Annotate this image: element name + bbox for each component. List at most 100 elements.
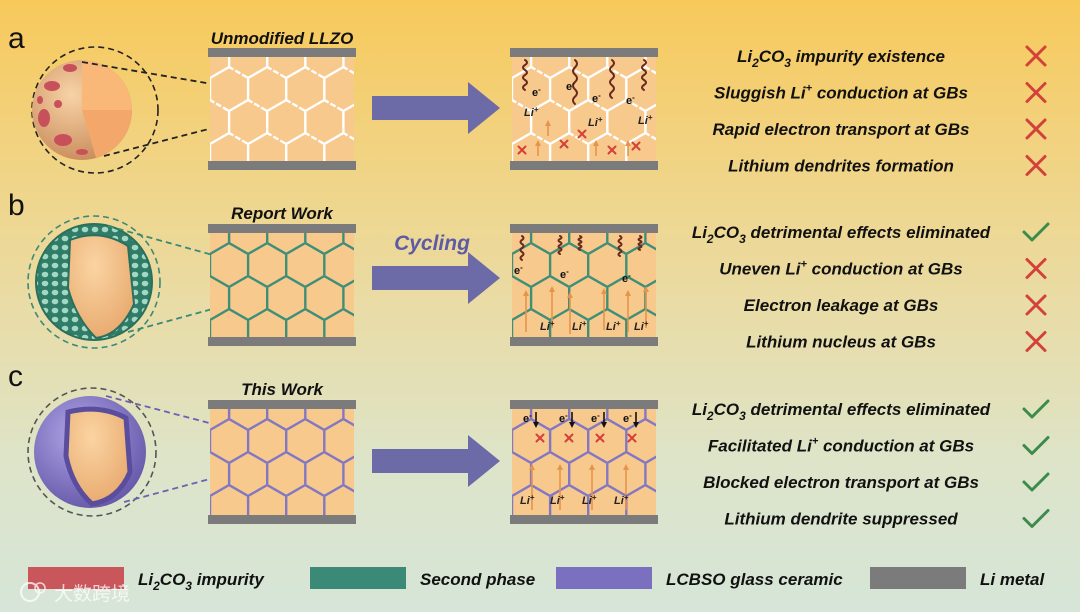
check-icon: [1022, 436, 1050, 455]
feature-text: Lithium dendrites formation: [728, 157, 954, 176]
legend-item: LCBSO glass ceramic: [556, 567, 843, 589]
row-b-title: Report Work: [231, 204, 334, 223]
dendrite: [519, 235, 525, 261]
blocked-mark: [577, 129, 587, 139]
legend-label: LCBSO glass ceramic: [666, 570, 843, 589]
blocked-mark: [595, 433, 605, 443]
feature-text: Li2CO3 detrimental effects eliminated: [692, 400, 991, 423]
dendrite: [577, 235, 583, 251]
feature-text: Rapid electron transport at GBs: [713, 120, 970, 139]
li-metal-bottom: [208, 161, 356, 170]
arrow-row-a: [372, 82, 500, 134]
electron-label: e-: [566, 79, 575, 93]
blocked-mark: [607, 145, 617, 155]
blocked-mark: [535, 433, 545, 443]
legend-swatch: [310, 567, 406, 589]
grain-boundary-network: [512, 232, 656, 338]
watermark: 大数跨境: [20, 582, 130, 605]
cross-icon: [1025, 45, 1047, 67]
li-metal-bottom: [208, 337, 356, 346]
li-ion-path: [545, 120, 551, 136]
li-ion-path: [643, 286, 649, 328]
cross-icon: [1025, 331, 1047, 352]
row-b-letter: b: [8, 189, 25, 222]
electron-label: e-: [622, 271, 631, 285]
feature-text: Li2CO3 detrimental effects eliminated: [692, 223, 991, 246]
blocked-mark: [517, 145, 527, 155]
li-ion-path: [623, 464, 629, 510]
blocked-mark: [559, 139, 569, 149]
legend-item: Li metal: [870, 567, 1046, 589]
electron-label: e-: [523, 411, 532, 425]
arrow-row-b: [372, 252, 500, 304]
row-a-letter: a: [8, 22, 25, 55]
li-metal-top: [208, 400, 356, 409]
feature-text: Facilitated Li+ conduction at GBs: [708, 436, 974, 456]
feature-text: Sluggish Li+ conduction at GBs: [714, 83, 968, 103]
electron-label: e-: [623, 411, 632, 425]
check-icon: [1022, 472, 1050, 492]
li-ion-label: Li+: [638, 113, 653, 127]
grain-boundary-network: [210, 408, 354, 516]
electron-path: [569, 412, 575, 428]
li-ion-label: Li+: [588, 115, 603, 129]
pristine-structure-a: [208, 48, 356, 170]
dendrite: [641, 59, 647, 91]
cycled-structure-b: e-e-e-Li+Li+Li+Li+: [510, 224, 658, 346]
check-icon: [1022, 399, 1050, 419]
dendrite: [557, 235, 563, 255]
electron-label: e-: [559, 411, 568, 425]
li-ion-path: [535, 140, 541, 156]
dendrite: [572, 59, 578, 105]
cycling-label: Cycling: [394, 232, 470, 255]
li-ion-label: Li+: [524, 105, 539, 119]
legend-label: Li metal: [980, 570, 1046, 589]
cross-icon: [1025, 155, 1047, 176]
pristine-structure-c: [208, 400, 356, 524]
feature-text: Lithium nucleus at GBs: [746, 333, 936, 352]
process-arrows: [372, 82, 500, 487]
cycled-structure-c: e-e-e-e-Li+Li+Li+Li+: [510, 400, 658, 524]
li-ion-path: [625, 290, 631, 332]
li-metal-top: [208, 224, 356, 233]
feature-text: Lithium dendrite suppressed: [724, 510, 958, 529]
legend-label: Li2CO3 impurity: [138, 570, 265, 593]
li-ion-label: Li+: [634, 319, 649, 333]
feature-text: Uneven Li+ conduction at GBs: [719, 259, 963, 279]
electron-label: e-: [532, 85, 541, 99]
legend-swatch: [28, 567, 124, 589]
cross-icon: [1025, 294, 1047, 316]
grain-boundary-network: [210, 56, 354, 162]
sphere-unmodified: [31, 46, 159, 174]
electron-label: e-: [592, 91, 601, 105]
li-metal-top: [510, 48, 658, 57]
arrow-row-c: [372, 435, 500, 487]
electron-path: [601, 412, 607, 428]
li-ion-label: Li+: [582, 493, 597, 507]
cross-icon: [1025, 82, 1047, 103]
feature-list-b: Li2CO3 detrimental effects eliminatedUne…: [692, 222, 1050, 352]
li-metal-bottom: [510, 161, 658, 170]
li-ion-label: Li+: [550, 493, 565, 507]
li-ion-path: [529, 464, 535, 510]
legend-swatch: [870, 567, 966, 589]
electron-label: e-: [591, 411, 600, 425]
li-ion-path: [523, 290, 529, 332]
cycled-structure-a: e-e-e-e-Li+Li+Li+: [510, 48, 658, 170]
li-metal-bottom: [510, 515, 658, 524]
sphere-this-work: [27, 387, 157, 517]
feature-text: Blocked electron transport at GBs: [703, 473, 979, 492]
dendrite: [522, 59, 528, 91]
grain-boundary-network: [210, 232, 354, 338]
cross-icon: [1025, 258, 1047, 279]
electron-path: [533, 412, 539, 428]
pristine-structure-b: [208, 224, 356, 346]
blocked-mark: [564, 433, 574, 443]
feature-text: Electron leakage at GBs: [744, 296, 939, 315]
li-ion-path: [567, 292, 573, 334]
row-c-letter: c: [8, 360, 23, 393]
li-ion-label: Li+: [572, 319, 587, 333]
blocked-mark: [631, 141, 641, 151]
watermark-text: 大数跨境: [54, 583, 130, 605]
